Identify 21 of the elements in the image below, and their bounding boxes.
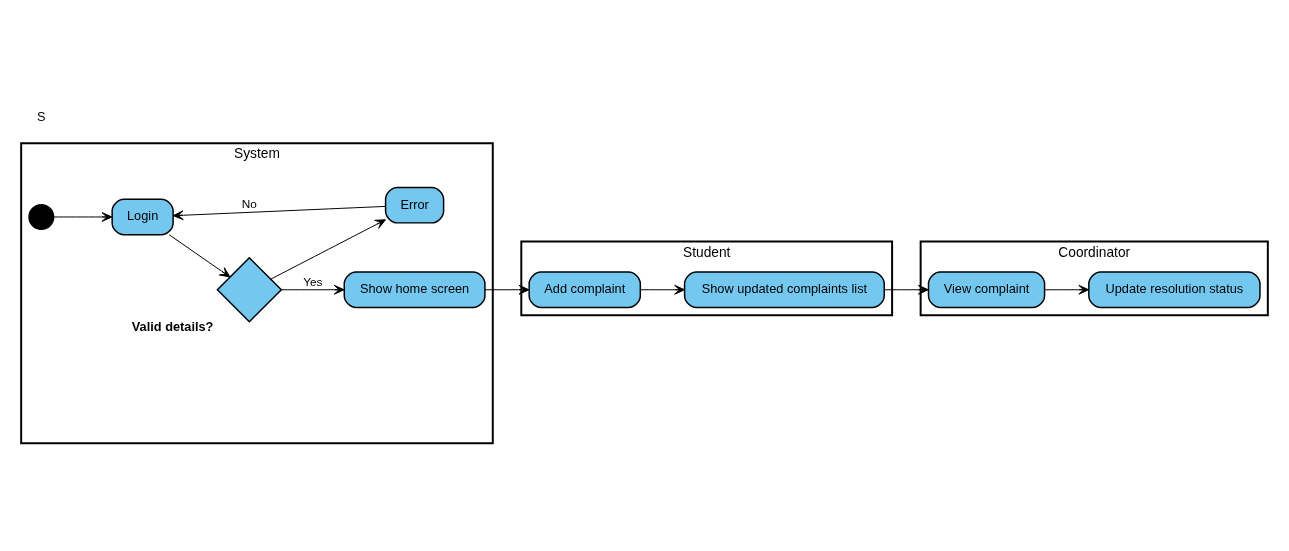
node-box: Login: [111, 198, 174, 236]
arrow: [484, 284, 530, 295]
arrow: [53, 212, 113, 222]
node-box: Error: [384, 186, 445, 224]
edge-label: Yes: [303, 275, 323, 290]
arrow: [168, 234, 231, 278]
edge-label: No: [241, 196, 257, 211]
arrow: [280, 284, 345, 295]
arrow: [640, 284, 685, 295]
arrow: [172, 205, 386, 221]
node-box: Show home screen: [343, 271, 486, 309]
node-box: Update resolution status: [1088, 271, 1261, 309]
arrow: [883, 284, 929, 295]
node-label: Valid details?: [131, 318, 214, 334]
node-circle: [28, 203, 55, 230]
arrow: [1044, 284, 1090, 295]
node-box: Add complaint: [528, 271, 642, 309]
arrow: [270, 219, 386, 280]
node-box: View complaint: [927, 271, 1046, 309]
node-box: Show updated complaints list: [683, 271, 885, 309]
label: S: [37, 108, 46, 124]
